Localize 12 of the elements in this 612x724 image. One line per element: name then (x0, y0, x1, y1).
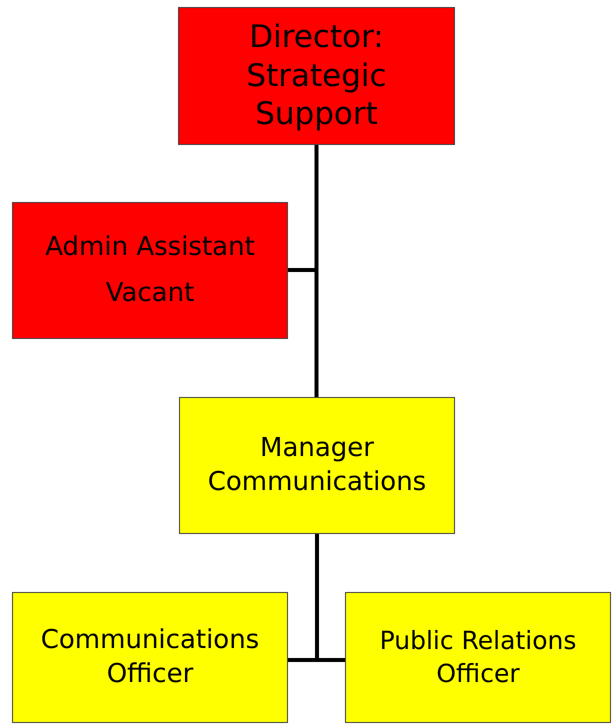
org-box (345, 592, 611, 723)
connector-line (314, 145, 318, 397)
role-title: Vacant (106, 278, 194, 309)
role-title: Director: Strategic Support (245, 18, 388, 134)
role-title: Public Relations Officer (378, 625, 578, 690)
org-box (178, 7, 455, 145)
org-box (179, 397, 455, 534)
role-title: Communications Officer (40, 624, 260, 690)
role-title: Manager Communications (206, 432, 428, 498)
org-box (12, 592, 288, 723)
org-box (12, 202, 288, 339)
role-title: Admin Assistant (45, 232, 255, 264)
